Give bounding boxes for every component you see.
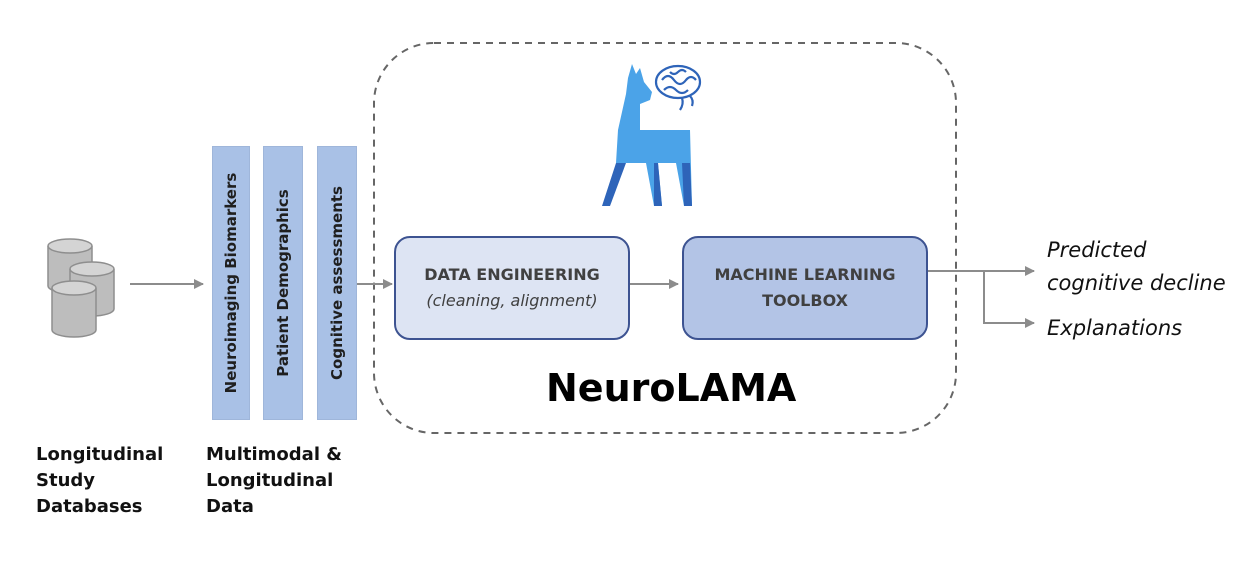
sources-caption-line: Study — [36, 470, 96, 491]
data-bar-label: Patient Demographics — [274, 189, 292, 377]
ml-toolbox-title-line: TOOLBOX — [762, 291, 848, 310]
data-types-caption-line: Longitudinal — [206, 470, 334, 491]
data-bar-cognitive: Cognitive assessments — [317, 146, 357, 420]
sources-caption-line: Databases — [36, 496, 143, 517]
data-engineering-subtitle: (cleaning, alignment) — [426, 291, 598, 310]
data-bar-demographics: Patient Demographics — [263, 146, 303, 420]
ml-toolbox-title-line: MACHINE LEARNING — [714, 265, 896, 284]
sources-caption-line: Longitudinal — [36, 444, 164, 465]
brand-name: NeuroLAMA — [546, 366, 797, 410]
arrow-ml-to-explanations — [983, 271, 1035, 328]
data-engineering-title: DATA ENGINEERING — [424, 265, 600, 284]
data-types-caption: Multimodal & Longitudinal Data — [206, 442, 342, 520]
data-types-caption-line: Data — [206, 496, 254, 517]
sources-caption: Longitudinal Study Databases — [36, 442, 163, 520]
ml-toolbox-box: MACHINE LEARNING TOOLBOX — [682, 236, 928, 340]
llama-brain-logo-icon — [602, 64, 702, 206]
neurolama-dashed-frame — [373, 42, 957, 434]
data-bar-neuroimaging: Neuroimaging Biomarkers — [212, 146, 250, 420]
output-explanations: Explanations — [1047, 316, 1183, 340]
data-bar-label: Neuroimaging Biomarkers — [222, 172, 240, 394]
output-predicted: Predicted cognitive decline — [1047, 234, 1226, 300]
output-predicted-line: cognitive decline — [1047, 271, 1226, 295]
data-types-caption-line: Multimodal & — [206, 444, 342, 465]
data-engineering-box: DATA ENGINEERING (cleaning, alignment) — [394, 236, 630, 340]
output-predicted-line: Predicted — [1047, 238, 1147, 262]
data-bar-label: Cognitive assessments — [328, 186, 346, 380]
database-icon — [47, 238, 115, 338]
